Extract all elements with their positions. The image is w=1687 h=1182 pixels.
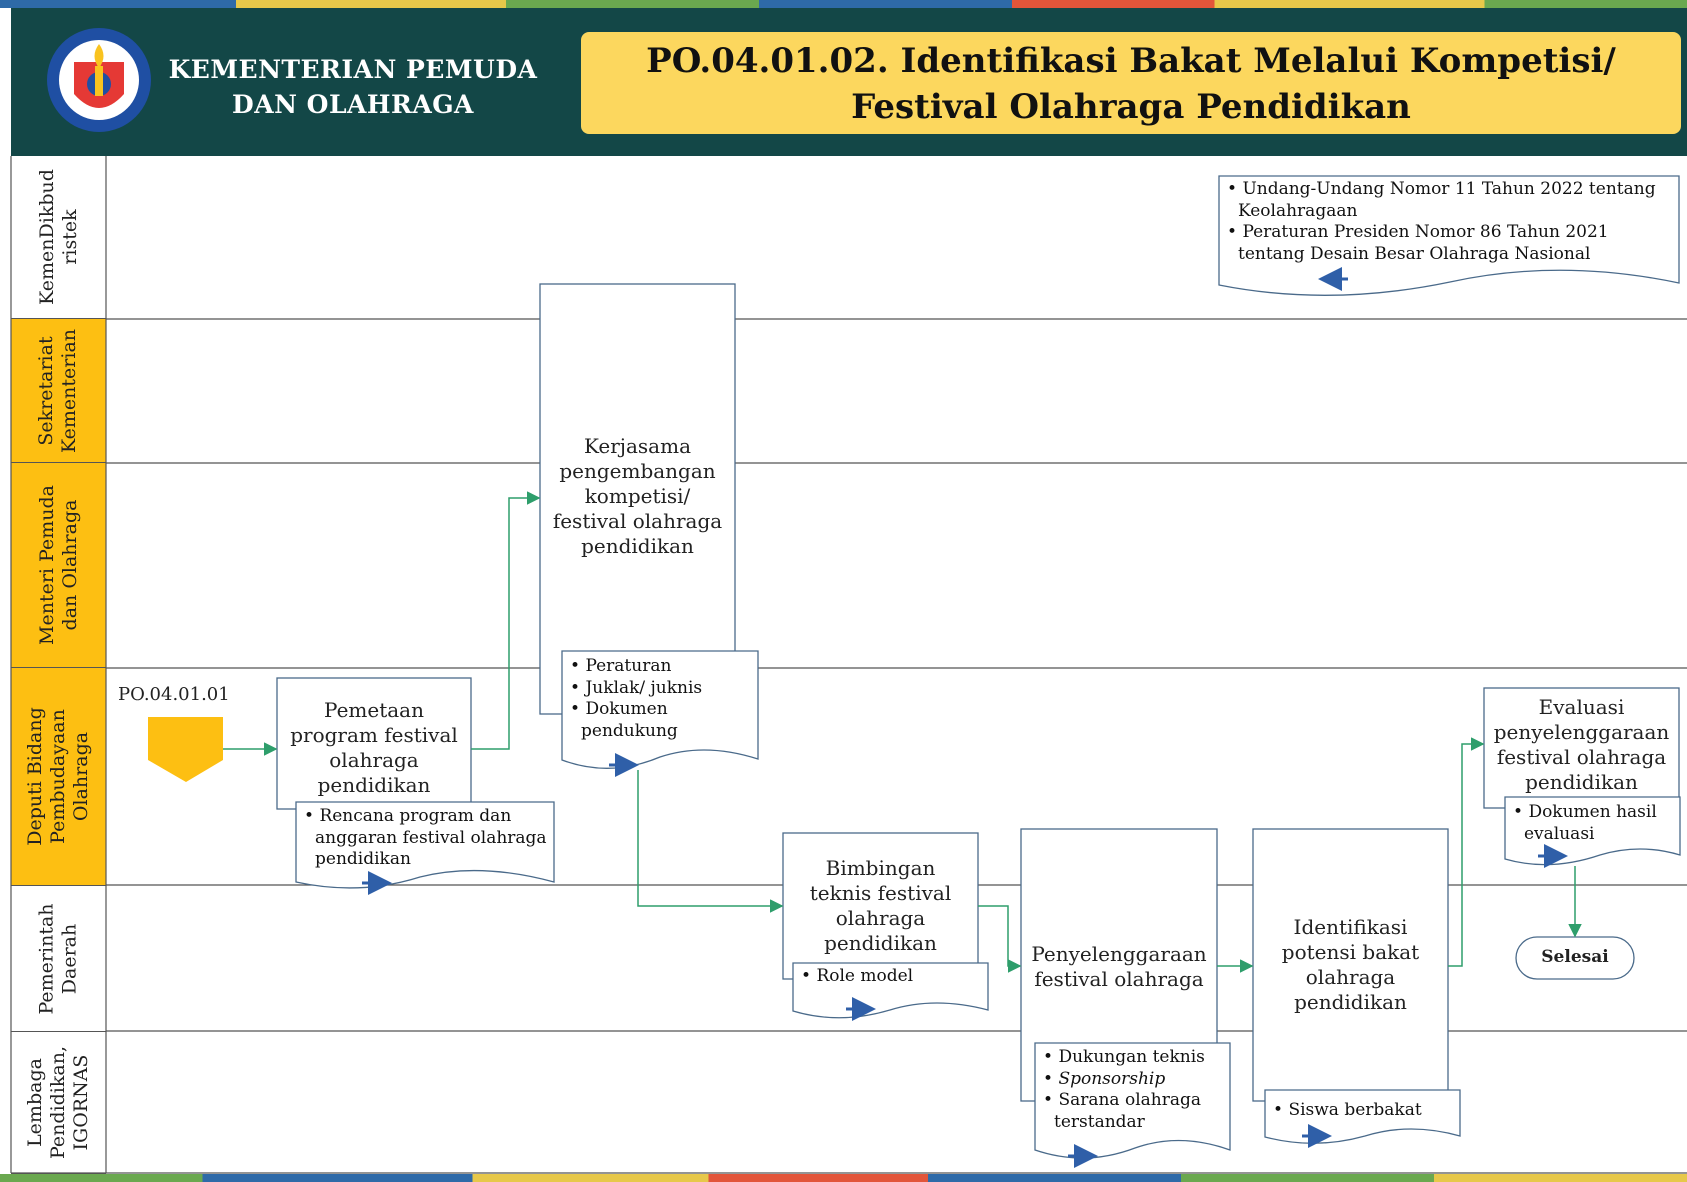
ministry-line-1: KEMENTERIAN PEMUDA — [168, 55, 538, 84]
process-line: Evaluasi — [1538, 695, 1625, 719]
process-identifikasi-box — [1252, 828, 1449, 1102]
doc-item: • Juklak/ juknis — [570, 677, 703, 698]
top-color-stripe — [0, 0, 1687, 8]
process-pemetaan: Pemetaan program festival olahraga pendi… — [277, 698, 471, 798]
ministry-logo — [47, 28, 151, 132]
doc-peraturan-shape — [561, 650, 759, 769]
process-bimbingan: Bimbingan teknis festival olahraga pendi… — [783, 856, 978, 956]
process-line: Penyelenggaraan — [1031, 942, 1207, 966]
process-line: penyelenggaraan — [1493, 720, 1670, 744]
start-offpage-connector — [148, 717, 223, 782]
lane-pemerintah-daerah: Pemerintah Daerah — [11, 886, 106, 1032]
start-ref-label: PO.04.01.01 — [118, 684, 230, 705]
doc-dukungan: • Dukungan teknis • Sponsorship • Sarana… — [1038, 1047, 1228, 1133]
process-line: festival olahraga — [1034, 967, 1204, 991]
flow-bimbingan-to-penyelenggaraan — [978, 905, 1022, 973]
doc-dukungan-shape — [1034, 1042, 1231, 1159]
process-kerjasama: Kerjasama pengembangan kompetisi/ festiv… — [540, 434, 735, 559]
process-identifikasi: Identifikasi potensi bakat olahraga pend… — [1253, 915, 1448, 1015]
page-title: PO.04.01.02. Identifikasi Bakat Melalui … — [581, 38, 1681, 130]
flow-kerjasama-to-bimbingan — [637, 770, 784, 913]
doc-item: • Dokumen pendukung — [570, 699, 678, 741]
process-evaluasi: Evaluasi penyelenggaraan festival olahra… — [1484, 695, 1679, 795]
doc-rencana-shape — [295, 801, 555, 889]
process-line: olahraga — [329, 748, 419, 772]
process-line: pendidikan — [1525, 770, 1638, 794]
process-line: pendidikan — [824, 931, 937, 955]
doc-rencana: • Rencana program dan anggaran festival … — [299, 806, 549, 871]
doc-item: • Rencana program dan anggaran festival … — [304, 806, 547, 869]
process-line: festival olahraga — [1496, 745, 1667, 769]
doc-item: • Sponsorship — [1043, 1068, 1166, 1089]
process-line: Pemetaan — [324, 698, 424, 722]
doc-item: • Peraturan Presiden Nomor 86 Tahun 2021… — [1227, 222, 1609, 264]
doc-peraturan: • Peraturan • Juklak/ juknis • Dokumen p… — [565, 656, 755, 742]
doc-item: • Siswa berbakat — [1273, 1100, 1422, 1120]
lane-kemendikbudristek: KemenDikbud ristek — [11, 156, 106, 319]
process-line: program festival — [290, 723, 458, 747]
process-bimbingan-box — [782, 832, 979, 980]
process-penyelenggaraan: Penyelenggaraan festival olahraga — [1021, 942, 1217, 992]
process-line: Bimbingan — [825, 856, 936, 880]
doc-siswa: • Siswa berbakat — [1268, 1100, 1458, 1122]
title-box — [581, 32, 1681, 134]
process-kerjasama-box — [539, 283, 736, 715]
title-line-2: Festival Olahraga Pendidikan — [851, 87, 1411, 127]
lane-menteri-pemuda-olahraga: Menteri Pemuda dan Olahraga — [11, 463, 106, 668]
bottom-color-stripe — [0, 1174, 1687, 1182]
process-line: Identifikasi — [1293, 915, 1408, 939]
lane-sekretariat-kementerian: Sekretariat Kementerian — [11, 319, 106, 463]
process-line: festival olahraga — [552, 509, 723, 533]
ministry-line-2: DAN OLAHRAGA — [232, 90, 474, 119]
process-line: Kerjasama — [583, 434, 691, 458]
doc-item: • Dokumen hasil evaluasi — [1513, 802, 1657, 844]
end-label: Selesai — [1541, 947, 1609, 967]
ministry-name: KEMENTERIAN PEMUDA DAN OLAHRAGA — [168, 52, 538, 122]
process-line: teknis festival — [809, 881, 952, 905]
process-line: kompetisi/ — [584, 484, 691, 508]
doc-role-model-shape — [792, 962, 989, 1019]
process-pemetaan-box — [276, 677, 472, 810]
doc-regulasi: • Undang-Undang Nomor 11 Tahun 2022 tent… — [1222, 179, 1672, 265]
process-line: potensi bakat — [1281, 940, 1420, 964]
process-line: olahraga — [835, 906, 926, 930]
doc-item: • Undang-Undang Nomor 11 Tahun 2022 tent… — [1227, 179, 1656, 221]
process-line: olahraga — [1305, 965, 1396, 989]
doc-hasil-evaluasi: • Dokumen hasil evaluasi — [1508, 802, 1678, 845]
flow-pemetaan-to-kerjasama — [471, 491, 541, 750]
doc-item: • Role model — [801, 966, 914, 986]
doc-item: • Peraturan — [570, 656, 672, 676]
doc-item: • Sarana olahraga terstandar — [1043, 1090, 1202, 1132]
process-line: pendidikan — [1294, 990, 1407, 1014]
title-line-1: PO.04.01.02. Identifikasi Bakat Melalui … — [646, 41, 1616, 81]
process-evaluasi-box — [1483, 687, 1680, 809]
lane-deputi-pembudayaan: Deputi Bidang Pembudayaan Olahraga — [11, 668, 106, 886]
doc-role-model: • Role model — [796, 966, 986, 988]
flow-identifikasi-to-evaluasi — [1448, 737, 1485, 967]
doc-regulasi-shape — [1218, 175, 1680, 296]
process-line: pengembangan — [559, 459, 716, 483]
doc-item: • Dukungan teknis — [1043, 1047, 1205, 1067]
process-line: pendidikan — [317, 773, 431, 797]
process-line: pendidikan — [581, 534, 694, 558]
